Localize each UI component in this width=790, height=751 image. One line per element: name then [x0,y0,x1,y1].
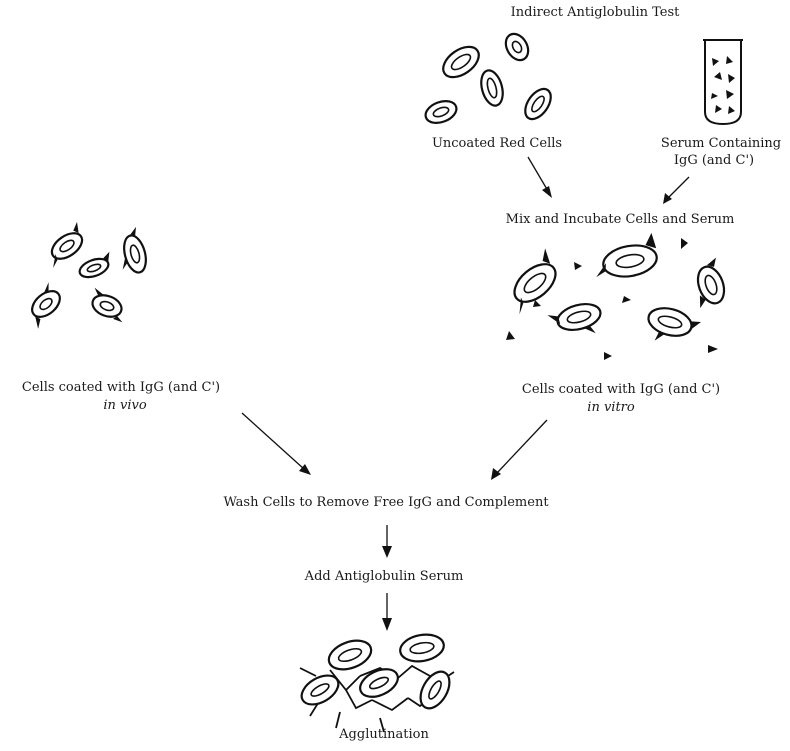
label-uncoated-red-cells: Uncoated Red Cells [431,136,563,151]
arrow-uncoated-to-mix [527,156,552,198]
uncoated-red-cells [424,32,552,124]
label-invitro-main: Cells coated with IgG (and C') [521,382,721,397]
label-add-antiglobulin: Add Antiglobulin Serum [304,569,464,584]
arrow-add-to-agglutination [382,593,392,631]
invitro-coated-cells [506,232,726,360]
arrow-wash-to-add [382,525,392,558]
test-tube-icon [703,39,743,126]
arrow-invitro-to-wash [491,419,548,480]
label-serum-line1: Serum Containing [660,136,782,151]
invivo-coated-cells [31,221,147,329]
label-mix-incubate: Mix and Incubate Cells and Serum [505,212,735,227]
label-agglutination: Agglutination [339,727,429,742]
diagram-title: Indirect Antiglobulin Test [510,5,680,20]
label-serum-line2: IgG (and C') [673,153,755,168]
label-invivo-main: Cells coated with IgG (and C') [21,380,221,395]
arrow-invivo-to-wash [241,412,311,475]
label-invivo-sub: in vivo [103,398,147,413]
arrow-serum-to-mix [663,176,690,204]
label-invitro-sub: in vitro [587,400,635,415]
agglutinated-cells [299,633,455,733]
label-wash-cells: Wash Cells to Remove Free IgG and Comple… [223,495,549,510]
